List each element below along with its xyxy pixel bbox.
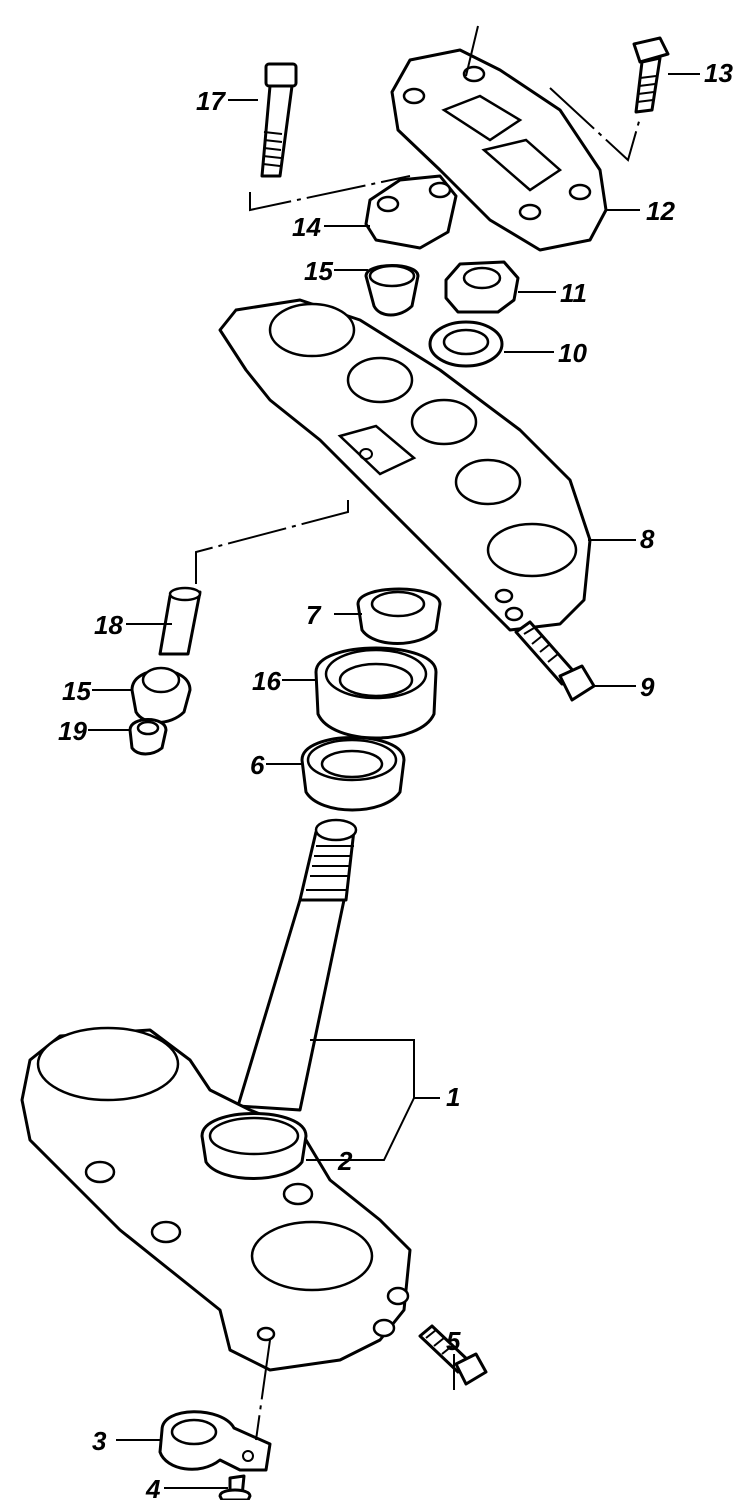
part-14-clamp [364,174,458,250]
callout-10: 10 [558,338,587,368]
callout-11: 11 [560,278,587,308]
callout-16: 16 [252,666,281,696]
part-16-seal [314,646,438,740]
part-1-steering-stem [20,818,412,1372]
part-8-upper-triple-clamp [218,298,592,632]
callout-15-lower: 15 [62,676,91,706]
part-18-pin [158,586,202,656]
part-15-cap-lower [130,666,192,724]
callout-labels: 17 13 12 14 15 11 10 8 7 9 16 6 18 15 19… [58,58,733,1500]
part-6-bearing [300,736,406,812]
callout-13: 13 [704,58,733,88]
part-17-bolt [260,62,298,178]
callout-19: 19 [58,716,87,746]
part-19-nut [128,718,168,756]
callout-17: 17 [196,86,226,116]
part-7-lock-nut [356,587,442,645]
part-4-screw [218,1474,252,1500]
part-12-top-bracket [390,48,608,252]
callout-14: 14 [292,212,321,242]
part-11-nut [444,260,520,314]
callout-7: 7 [306,600,322,630]
callout-4: 4 [145,1474,161,1500]
part-3-clamp [158,1410,272,1472]
callout-5: 5 [446,1326,461,1356]
callout-3: 3 [92,1426,107,1456]
callout-8: 8 [640,524,655,554]
callout-12: 12 [646,196,675,226]
callout-15-top: 15 [304,256,333,286]
alignment-lines [195,25,641,1441]
leader-lines [88,73,700,1489]
part-5-bolt [418,1324,488,1386]
part-13-bolt [632,36,670,114]
callout-9: 9 [640,672,655,702]
callout-18: 18 [94,610,123,640]
callout-6: 6 [250,750,265,780]
part-15-cap-top [364,264,420,317]
part-2-lower-bearing [200,1112,308,1180]
callout-2: 2 [337,1146,353,1176]
callout-1: 1 [446,1082,460,1112]
part-9-bolt [514,620,596,702]
part-10-washer [428,320,504,368]
